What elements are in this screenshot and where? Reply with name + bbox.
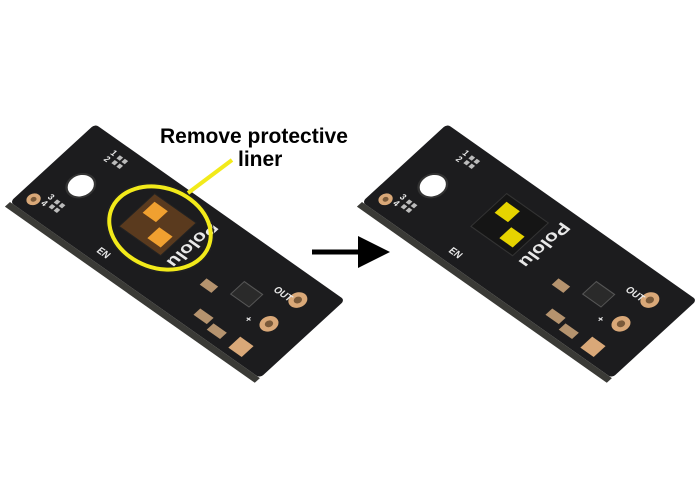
liner-window-emitter — [142, 201, 168, 223]
callout-text-line2: liner — [238, 148, 282, 171]
sensor-window-receiver — [499, 227, 525, 248]
callout-ellipse — [107, 184, 213, 272]
pin-label-4: 4 — [391, 198, 403, 208]
sensor-board-with-liner: 1 2 3 4 EN OUT + Pololu — [3, 122, 347, 384]
liner-window-receiver — [147, 227, 173, 248]
callout-text-line1: Remove protective — [160, 125, 348, 148]
pin-label-4: 4 — [39, 198, 51, 208]
callout-line — [186, 158, 234, 195]
pin-label-2: 2 — [453, 154, 465, 164]
pin-label-2: 2 — [101, 154, 113, 164]
sensor-module — [470, 192, 550, 257]
pin-label-3: 3 — [397, 192, 409, 202]
pin-label-1: 1 — [460, 148, 472, 158]
pin-label-3: 3 — [45, 192, 57, 202]
sensor-board-without-liner: 1 2 3 4 EN OUT + Pololu — [355, 122, 699, 384]
pin-label-1: 1 — [108, 148, 120, 158]
sensor-module — [118, 192, 198, 257]
arrow-right-icon — [312, 236, 390, 268]
plus-label: + — [593, 314, 606, 325]
plus-label: + — [241, 314, 254, 325]
sensor-window-emitter — [494, 201, 520, 223]
